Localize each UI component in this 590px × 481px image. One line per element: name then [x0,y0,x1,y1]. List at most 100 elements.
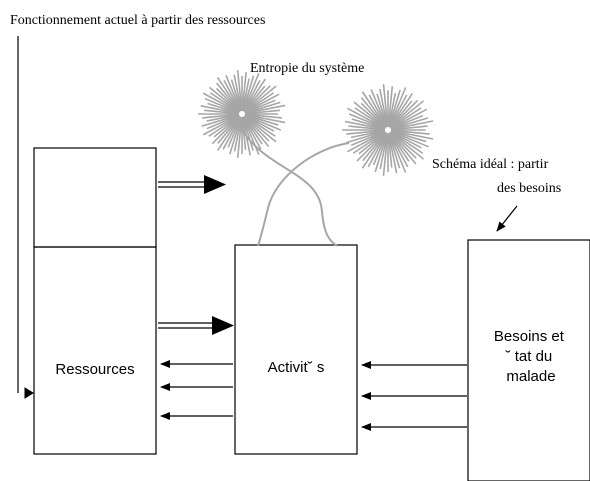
burst-ray [351,118,386,130]
burst-ray [348,125,386,131]
burst-ray [244,109,280,115]
burst-ray [388,87,407,128]
besoins-box [467,239,590,481]
burst-ray [388,132,407,173]
svg-text:Besoins et ˘ tat du ma: Besoins et ˘ tat du malade [494,328,568,385]
burst-ray [389,93,414,128]
burst-ray [382,84,389,128]
burst-ray [242,116,254,151]
entropy-stem-right [257,142,350,247]
burst-ray [244,114,279,126]
besoins-label-line1: Besoins et [494,328,565,345]
burst-ray [374,132,388,173]
burst-ray [244,113,282,119]
burst-ray [389,100,413,129]
burst-ray [222,116,242,150]
burst-ray [387,132,398,174]
burst-ray [244,104,286,115]
burst-ray [361,91,387,128]
entropy-stem-left [240,127,338,247]
burst-ray [360,102,387,129]
burst-center [385,127,391,133]
burst-ray [344,120,386,131]
burst-ray [352,131,386,154]
burst-ray [206,113,240,122]
burst-ray [243,78,267,112]
burst-ray [242,75,255,112]
burst-ray [387,86,394,128]
burst-ray [390,129,434,140]
burst-ray [233,116,243,152]
burst-ray [216,76,241,112]
burst-ray [243,115,270,147]
burst-ray [390,114,424,130]
burst-ray [227,116,242,148]
burst-ray [215,82,241,113]
burst-ray [388,132,401,169]
burst-ray [241,78,250,112]
ressources-upper-box [33,147,157,248]
burst-ray [350,130,386,146]
ideal-pointer-arrow [496,205,518,232]
burst-ray [376,93,388,128]
burst-ray [354,107,386,129]
burst-ray [244,99,276,114]
burst-ray [242,116,262,150]
burst-ray [367,132,388,168]
burst-ray [244,93,280,114]
burst-ray [390,131,424,154]
burst-ray [208,115,240,137]
burst-ray [358,131,387,155]
ressources-box [33,246,157,455]
burst-ray [349,113,386,130]
burst-ray [243,85,271,113]
burst-ray [243,115,270,142]
burst-ray [390,129,430,135]
besoins-label-line3: malade [506,368,555,385]
burst-ray [389,99,419,129]
burst-ray [353,101,387,129]
burst-ray [204,97,240,114]
burst-ray [209,86,241,113]
burst-ray [236,116,243,158]
burst-ray [382,132,389,176]
burst-ray [360,97,387,129]
burst-ray [202,114,240,136]
burst-ray [223,80,242,112]
burst-ray [390,130,427,143]
burst-ray [368,94,388,128]
burst-ray [202,113,240,119]
burst-ray [213,115,241,138]
burst-ray [202,92,240,114]
svg-text:Schéma idéal : partir des: Schéma idéal : partir des besoins [432,157,561,196]
burst-ray [242,73,260,112]
activites-box [234,244,358,455]
burst-ray [241,72,247,112]
burst-ray [389,131,417,159]
burst-ray [206,114,240,130]
burst-ray [346,129,386,135]
burst-ray [243,85,277,113]
entropy-burst-left [198,70,286,158]
ideal-label-line1: Schéma idéal : partir [432,157,549,172]
activites-label: Activit˘ s [268,359,325,376]
burst-ray [244,114,282,131]
burst-ray [244,113,286,124]
burst-ray [243,115,277,143]
burst-ray [388,94,408,128]
burst-ray [387,132,393,168]
burst-ray [225,74,242,112]
burst-ray [243,85,266,113]
burst-ray [211,115,241,145]
burst-ray [362,131,387,162]
burst-center [239,111,245,117]
burst-ray [244,92,275,113]
burst-ray [243,116,263,145]
burst-ray [390,107,422,129]
burst-ray [216,116,241,152]
burst-ray [229,116,242,155]
ressources-label: Ressources [55,361,134,378]
burst-ray [244,101,281,114]
burst-ray [350,129,386,139]
burst-ray [388,89,401,128]
